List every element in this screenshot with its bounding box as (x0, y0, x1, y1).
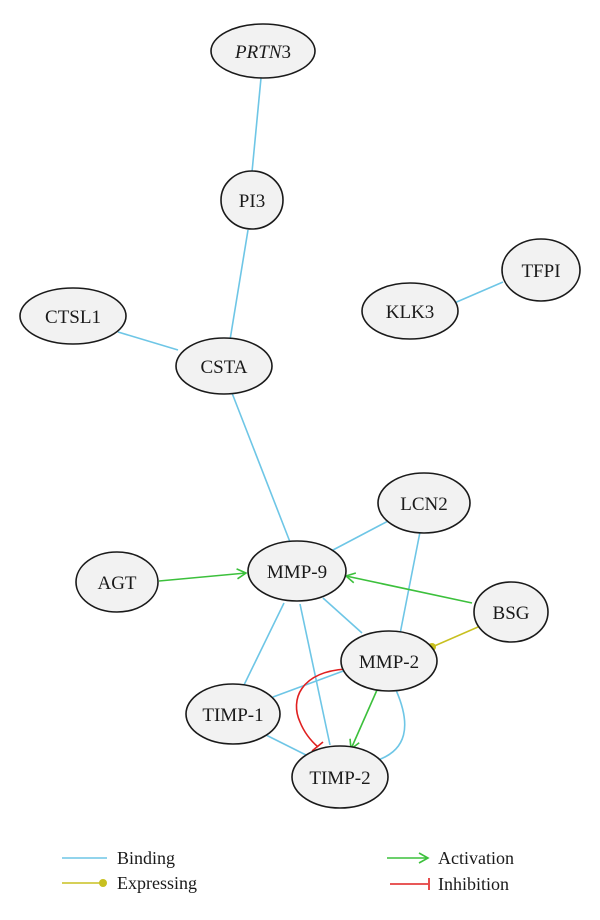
node-tfpi: TFPI (501, 238, 581, 302)
edge-csta-mmp9 (231, 392, 291, 543)
edge-agt-mmp9 (158, 568, 248, 582)
node-lcn2-label: LCN2 (400, 494, 448, 515)
activation-edges (158, 568, 473, 751)
node-timp1-label: TIMP-1 (202, 705, 263, 726)
legend-binding: Binding (62, 848, 175, 868)
node-timp1: TIMP-1 (185, 683, 281, 745)
edge-bsg-mmp2 (431, 626, 479, 648)
legend-expressing-dot (99, 879, 107, 887)
node-klk3: KLK3 (361, 282, 459, 340)
edge-mmp2-timp2-curve (377, 689, 406, 761)
legend-expressing-label: Expressing (117, 873, 197, 893)
node-bsg: BSG (473, 581, 549, 643)
legend: Binding Expressing Activation Inhibition (62, 848, 514, 894)
edge-mmp9-mmp2 (322, 597, 363, 634)
binding-edges (117, 77, 504, 761)
node-prtn3: PRTN3 (210, 23, 316, 79)
edge-lcn2-mmp2 (399, 531, 421, 635)
node-mmp9-label: MMP-9 (267, 562, 327, 583)
legend-activation: Activation (387, 848, 514, 868)
legend-binding-label: Binding (117, 848, 175, 868)
legend-inhibition-label: Inhibition (438, 874, 509, 894)
node-mmp2-label: MMP-2 (359, 652, 419, 673)
edge-bsg-mmp9 (344, 572, 473, 604)
legend-activation-label: Activation (438, 848, 514, 868)
svg-text:PRTN3: PRTN3 (234, 42, 291, 63)
edge-mmp2-timp1 (272, 669, 347, 698)
edge-ctsl1-csta (117, 331, 179, 351)
node-ctsl1-label: CTSL1 (45, 307, 101, 328)
edge-klk3-tfpi (451, 281, 504, 305)
node-tfpi-label: TFPI (521, 261, 560, 282)
edge-mmp2-timp2 (349, 689, 378, 751)
node-agt: AGT (75, 551, 159, 613)
edge-pi3-csta (229, 229, 249, 341)
node-agt-label: AGT (97, 573, 136, 594)
inhibition-bar (311, 741, 324, 752)
expressing-edges (428, 626, 479, 651)
node-mmp2: MMP-2 (340, 630, 438, 692)
node-pi3: PI3 (220, 170, 284, 230)
node-klk3-label: KLK3 (386, 302, 435, 323)
edge-prtn3-pi3 (251, 77, 262, 173)
node-prtn3-label-prefix: PRTN (234, 42, 283, 63)
node-csta-label: CSTA (200, 357, 247, 378)
edge-timp1-timp2 (265, 734, 313, 759)
edge-mmp9-timp1 (243, 602, 285, 686)
node-bsg-label: BSG (493, 603, 530, 624)
inhibition-edges (295, 668, 347, 752)
node-timp2-label: TIMP-2 (309, 768, 370, 789)
edge-lcn2-mmp9 (332, 519, 391, 551)
node-pi3-label: PI3 (239, 191, 265, 212)
node-mmp9: MMP-9 (247, 540, 347, 602)
node-lcn2: LCN2 (377, 472, 471, 534)
node-prtn3-label-suffix: 3 (281, 42, 291, 63)
edge-mmp9-timp2 (299, 603, 331, 746)
node-csta: CSTA (175, 337, 273, 395)
legend-expressing: Expressing (62, 873, 197, 893)
legend-inhibition: Inhibition (390, 874, 509, 894)
edge-mmp2-timp2-inhibition (295, 668, 347, 748)
node-ctsl1: CTSL1 (19, 287, 127, 345)
node-timp2: TIMP-2 (291, 745, 389, 809)
